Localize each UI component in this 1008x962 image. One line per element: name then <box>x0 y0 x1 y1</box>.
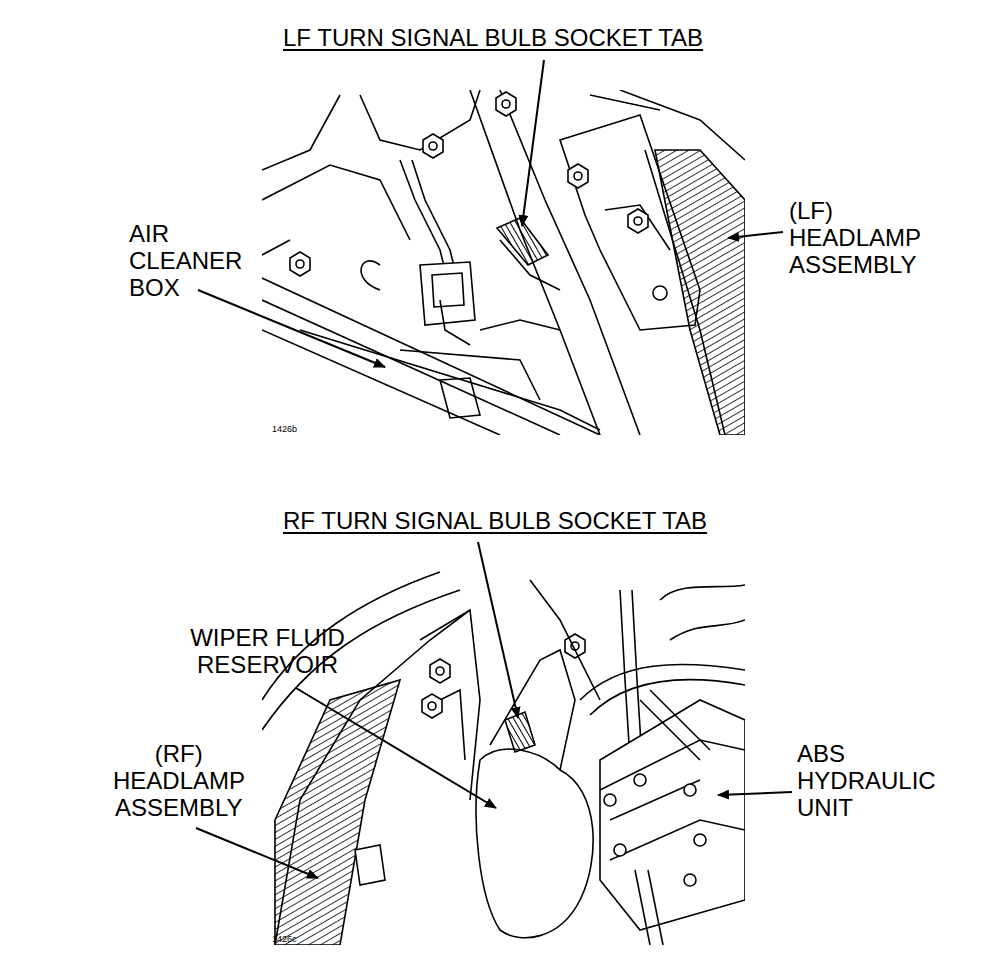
label-holder: (LF) HEADLAMP ASSEMBLY <box>789 197 921 278</box>
label-holder: LF TURN SIGNAL BULB SOCKET TAB <box>283 24 703 51</box>
figure-number: 1426b <box>272 424 297 434</box>
part-label: (LF) HEADLAMP ASSEMBLY <box>789 197 921 278</box>
leader-lines <box>196 60 792 878</box>
part-label: WIPER FLUID RESERVOIR <box>180 624 355 678</box>
label-holder: AIR CLEANER BOX <box>129 220 242 301</box>
label-holder: (RF) HEADLAMP ASSEMBLY <box>113 740 245 821</box>
part-label: ABS HYDRAULIC UNIT <box>797 740 936 821</box>
figure-number: 1426c <box>272 934 297 944</box>
lf-engine-bay-drawing <box>262 90 745 435</box>
label-holder: WIPER FLUID RESERVOIR <box>180 624 355 678</box>
label-holder: ABS HYDRAULIC UNIT <box>797 740 936 821</box>
part-label: AIR CLEANER BOX <box>129 220 242 301</box>
label-holder: 1426c <box>272 934 297 944</box>
view-title: LF TURN SIGNAL BULB SOCKET TAB <box>283 24 703 51</box>
part-label: (RF) HEADLAMP ASSEMBLY <box>113 740 245 821</box>
label-holder: RF TURN SIGNAL BULB SOCKET TAB <box>283 507 707 534</box>
label-holder: 1426b <box>272 424 297 434</box>
view-title: RF TURN SIGNAL BULB SOCKET TAB <box>283 507 707 534</box>
